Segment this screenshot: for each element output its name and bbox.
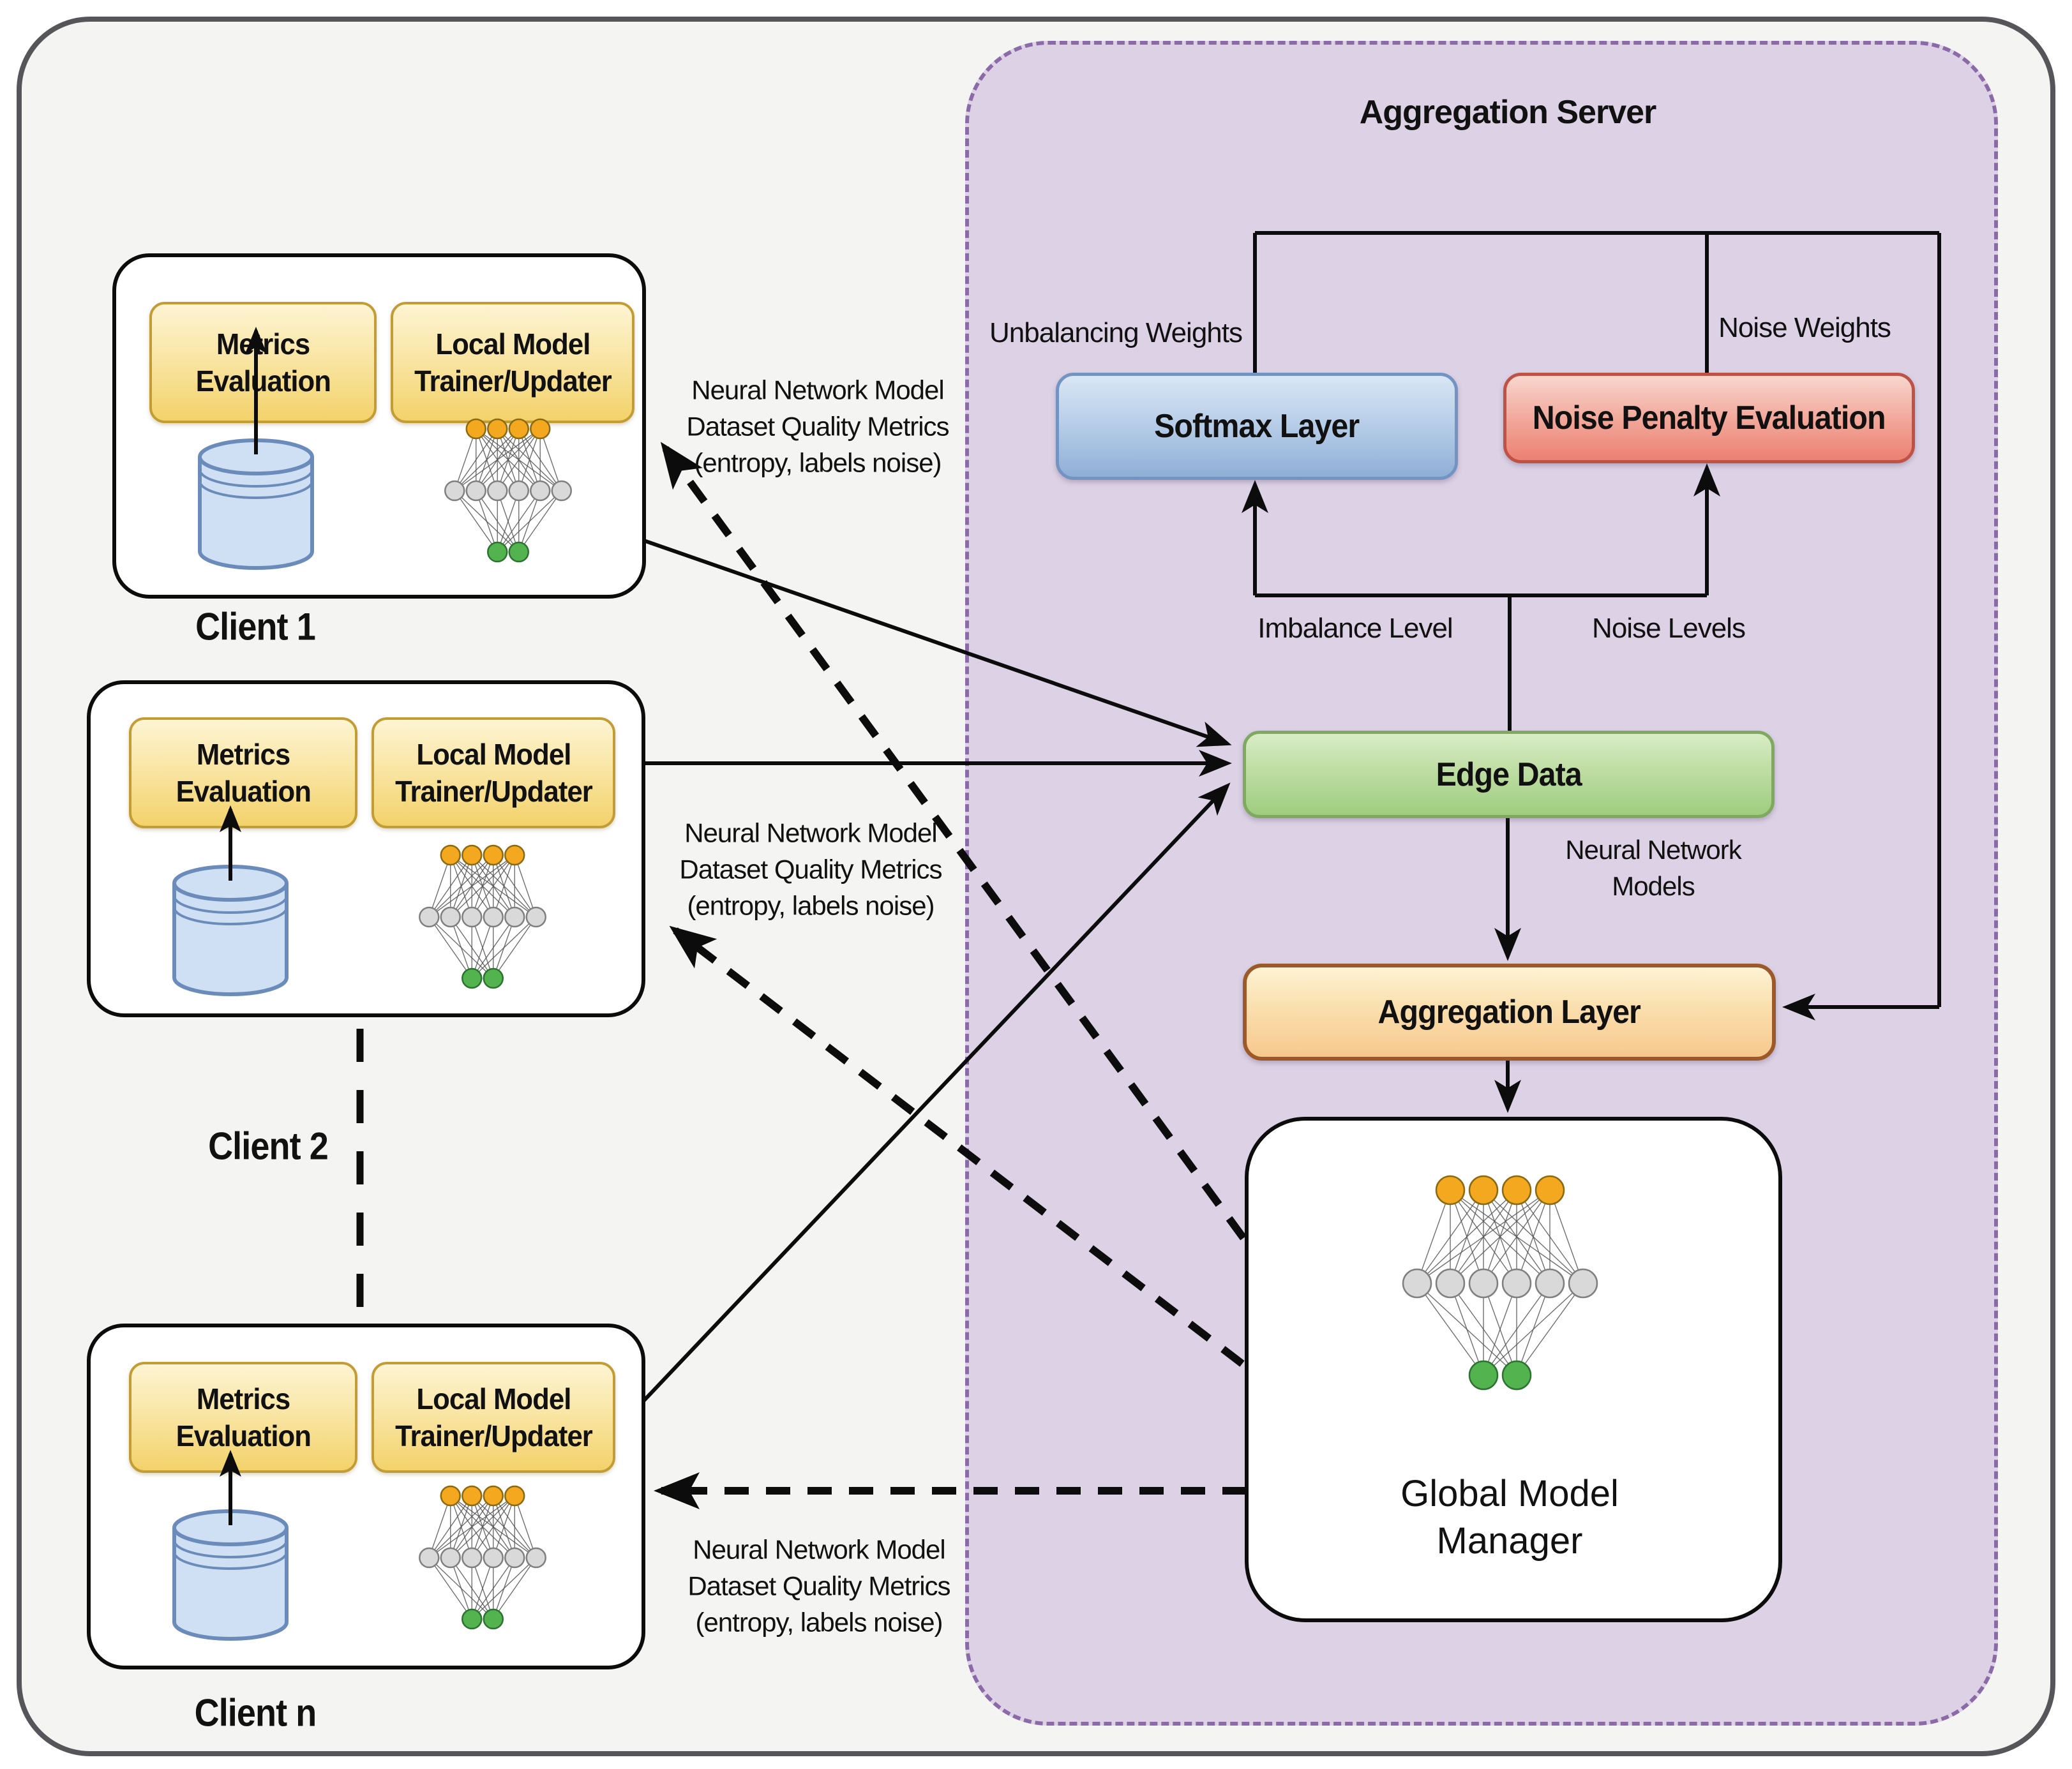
client-1-box: Metrics Evaluation Local Model Trainer/U… [112, 253, 646, 599]
client-1-trainer-box: Local Model Trainer/Updater [391, 302, 634, 423]
client-2-trainer-box: Local Model Trainer/Updater [372, 717, 615, 828]
client-2-metrics-evaluation-box: Metrics Evaluation [129, 717, 357, 828]
aggregation-layer-label: Aggregation Layer [1378, 994, 1641, 1031]
global-model-manager-label: Global Model Manager [1400, 1473, 1619, 1562]
edge-note-client-2: Neural Network Model Dataset Quality Met… [679, 817, 942, 921]
imbalance-level-label: Imbalance Level [1257, 613, 1453, 644]
client-n-trainer-box: Local Model Trainer/Updater [372, 1362, 615, 1473]
neural-network-models-label: Neural Network Models [1565, 835, 1741, 901]
client-n-metrics-evaluation-box: Metrics Evaluation [129, 1362, 357, 1473]
client-n-box: Metrics Evaluation Local Model Trainer/U… [87, 1324, 645, 1669]
edge-data-box: Edge Data [1243, 731, 1775, 818]
edge-note-client-1: Neural Network Model Dataset Quality Met… [686, 375, 949, 478]
noise-penalty-evaluation-box: Noise Penalty Evaluation [1503, 373, 1915, 463]
client-1-title: Client 1 [195, 605, 316, 648]
noise-weights-label: Noise Weights [1718, 312, 1891, 343]
noise-penalty-evaluation-label: Noise Penalty Evaluation [1533, 399, 1886, 437]
aggregation-layer-box: Aggregation Layer [1243, 964, 1776, 1061]
noise-levels-label: Noise Levels [1592, 613, 1746, 644]
aggregation-server-title: Aggregation Server [1359, 94, 1657, 131]
client-2-box: Metrics Evaluation Local Model Trainer/U… [87, 680, 645, 1017]
edge-note-client-n: Neural Network Model Dataset Quality Met… [687, 1534, 950, 1638]
client-2-title: Client 2 [208, 1124, 329, 1168]
client-1-metrics-evaluation-box: Metrics Evaluation [149, 302, 377, 423]
edge-data-label: Edge Data [1436, 756, 1582, 793]
client-n-title: Client n [194, 1691, 317, 1735]
softmax-layer-box: Softmax Layer [1056, 373, 1458, 480]
unbalancing-weights-label: Unbalancing Weights [989, 317, 1243, 348]
softmax-layer-label: Softmax Layer [1154, 408, 1360, 445]
